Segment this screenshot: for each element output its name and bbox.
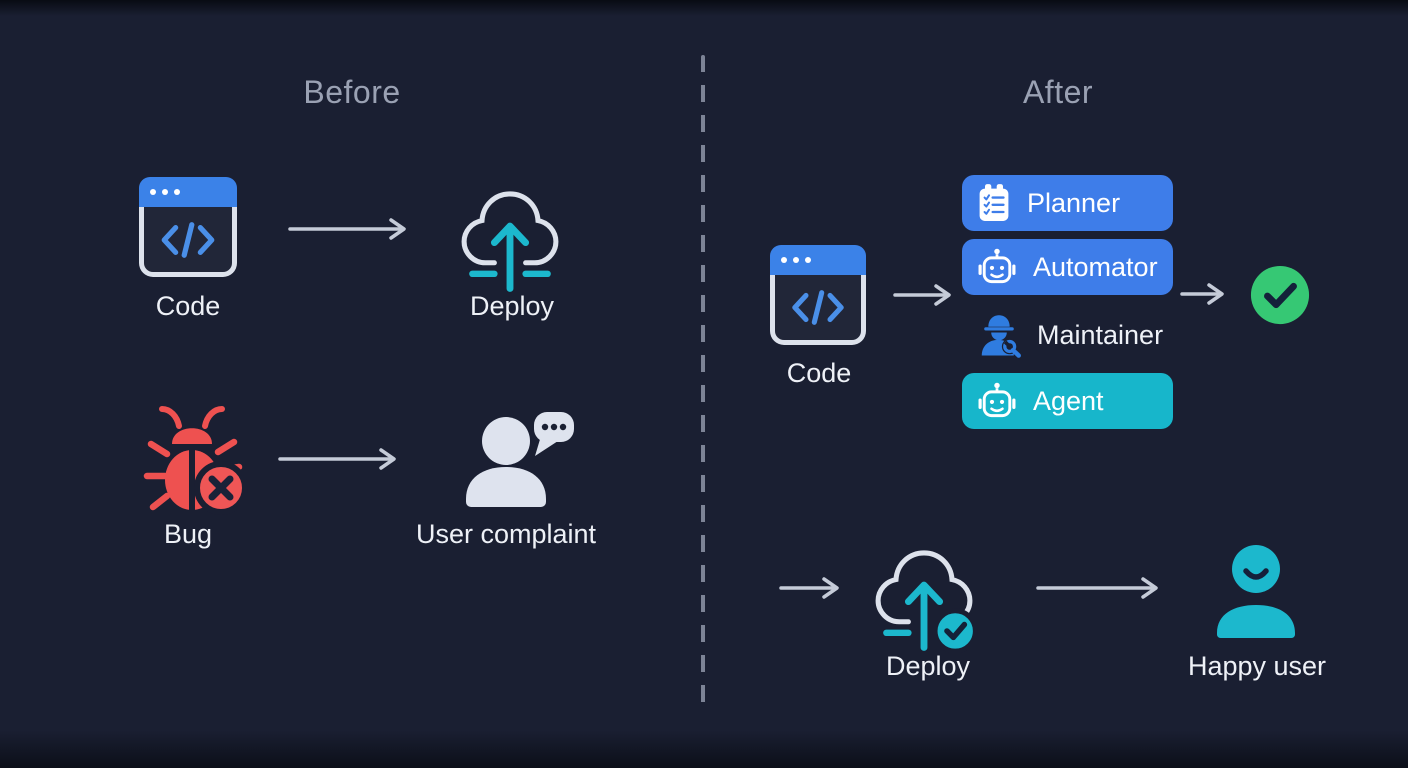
pill-planner: Planner: [962, 175, 1173, 231]
code-label: Code: [786, 358, 852, 388]
pill-label: Automator: [1033, 251, 1158, 282]
code-brackets-glyph: [770, 275, 866, 345]
robot-icon: [978, 382, 1016, 418]
happy-user-icon: [1217, 545, 1295, 638]
robot-icon: [978, 248, 1016, 284]
arrow-right-icon: [779, 577, 839, 599]
bug-label: Bug: [163, 519, 213, 549]
code-window-icon: [770, 245, 866, 345]
code-window-icon: [139, 177, 237, 277]
bug-error-icon: [143, 406, 248, 515]
dashed-divider: [701, 55, 705, 713]
arrow-right-icon: [1036, 577, 1158, 599]
worker-wrench-icon: [981, 315, 1021, 358]
pill-maintainer: Maintainer: [962, 307, 1173, 363]
deploy-label: Deploy: [885, 651, 971, 681]
before-title: Before: [303, 74, 401, 110]
pill-label: Maintainer: [1037, 319, 1164, 350]
clipboard-checklist-icon: [979, 184, 1009, 221]
arrow-right-icon: [1180, 283, 1224, 305]
pill-label: Planner: [1027, 187, 1121, 218]
window-titlebar: [770, 245, 866, 275]
arrow-right-icon: [893, 284, 951, 306]
user-complaint-label: User complaint: [415, 519, 597, 549]
pill-agent: Agent: [962, 373, 1173, 429]
pill-label: Agent: [1033, 385, 1104, 416]
after-title: After: [1022, 74, 1094, 110]
happy-user-label: Happy user: [1187, 651, 1327, 681]
code-label: Code: [155, 291, 221, 321]
arrow-right-icon: [288, 218, 406, 240]
deploy-label: Deploy: [469, 291, 555, 321]
cloud-upload-icon: [461, 191, 559, 292]
arrow-right-icon: [278, 448, 396, 470]
cloud-upload-check-icon: [875, 550, 978, 653]
window-titlebar: [139, 177, 237, 207]
code-brackets-glyph: [139, 207, 237, 277]
person-chat-icon: [466, 412, 574, 507]
check-circle-icon: [1250, 265, 1310, 325]
pill-automator: Automator: [962, 239, 1173, 295]
